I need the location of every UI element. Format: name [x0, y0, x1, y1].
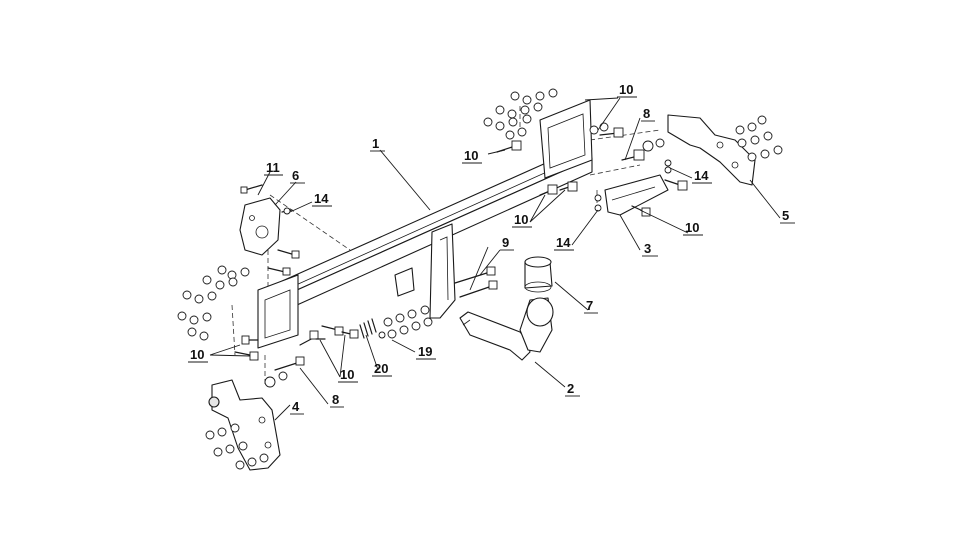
callout-19: 19	[418, 344, 432, 359]
tow-ball-neck	[459, 297, 554, 361]
callout-8-right: 8	[643, 106, 650, 121]
callout-5: 5	[782, 208, 789, 223]
assembly-guide-lines	[231, 105, 661, 385]
nut-stack-right-bracket	[735, 115, 783, 162]
callout-10-left: 10	[190, 347, 204, 362]
callout-6: 6	[292, 168, 299, 183]
callout-3: 3	[644, 241, 651, 256]
nut-stack-left-bracket	[205, 423, 269, 470]
bolts	[234, 122, 688, 388]
spring-washers	[359, 318, 386, 339]
nut-stack-center	[383, 305, 433, 339]
nut-stack-top-right	[483, 88, 558, 140]
callout-7: 7	[586, 298, 593, 313]
ball-cover-cap	[524, 256, 553, 293]
callout-2: 2	[567, 381, 574, 396]
callout-11: 11	[266, 160, 280, 175]
right-small-bracket	[604, 174, 669, 216]
fastener-groups	[177, 88, 783, 470]
nut-stack-left-end	[177, 265, 250, 341]
callout-10-right: 10	[685, 220, 699, 235]
main-cross-beam	[257, 99, 593, 349]
callout-8-left: 8	[332, 392, 339, 407]
callout-1: 1	[372, 136, 379, 151]
left-side-bracket	[208, 379, 281, 471]
callout-10-lower-mid: 10	[514, 212, 528, 227]
leader-lines	[209, 97, 781, 421]
left-plate	[239, 197, 281, 256]
callout-14-center: 14	[556, 235, 571, 250]
callout-4: 4	[292, 399, 300, 414]
callout-9: 9	[502, 235, 509, 250]
callout-labels: 1 2 3 4 5 6 7 8 8 9 10 10 10 10 10 10 11…	[190, 82, 789, 414]
callout-20: 20	[374, 361, 388, 376]
right-side-bracket	[667, 114, 756, 186]
callout-underlines	[188, 96, 795, 415]
callout-14-left: 14	[314, 191, 329, 206]
callout-10-top: 10	[619, 82, 633, 97]
callout-10-bottom: 10	[340, 367, 354, 382]
callout-10-upper-mid: 10	[464, 148, 478, 163]
callout-14-right: 14	[694, 168, 709, 183]
